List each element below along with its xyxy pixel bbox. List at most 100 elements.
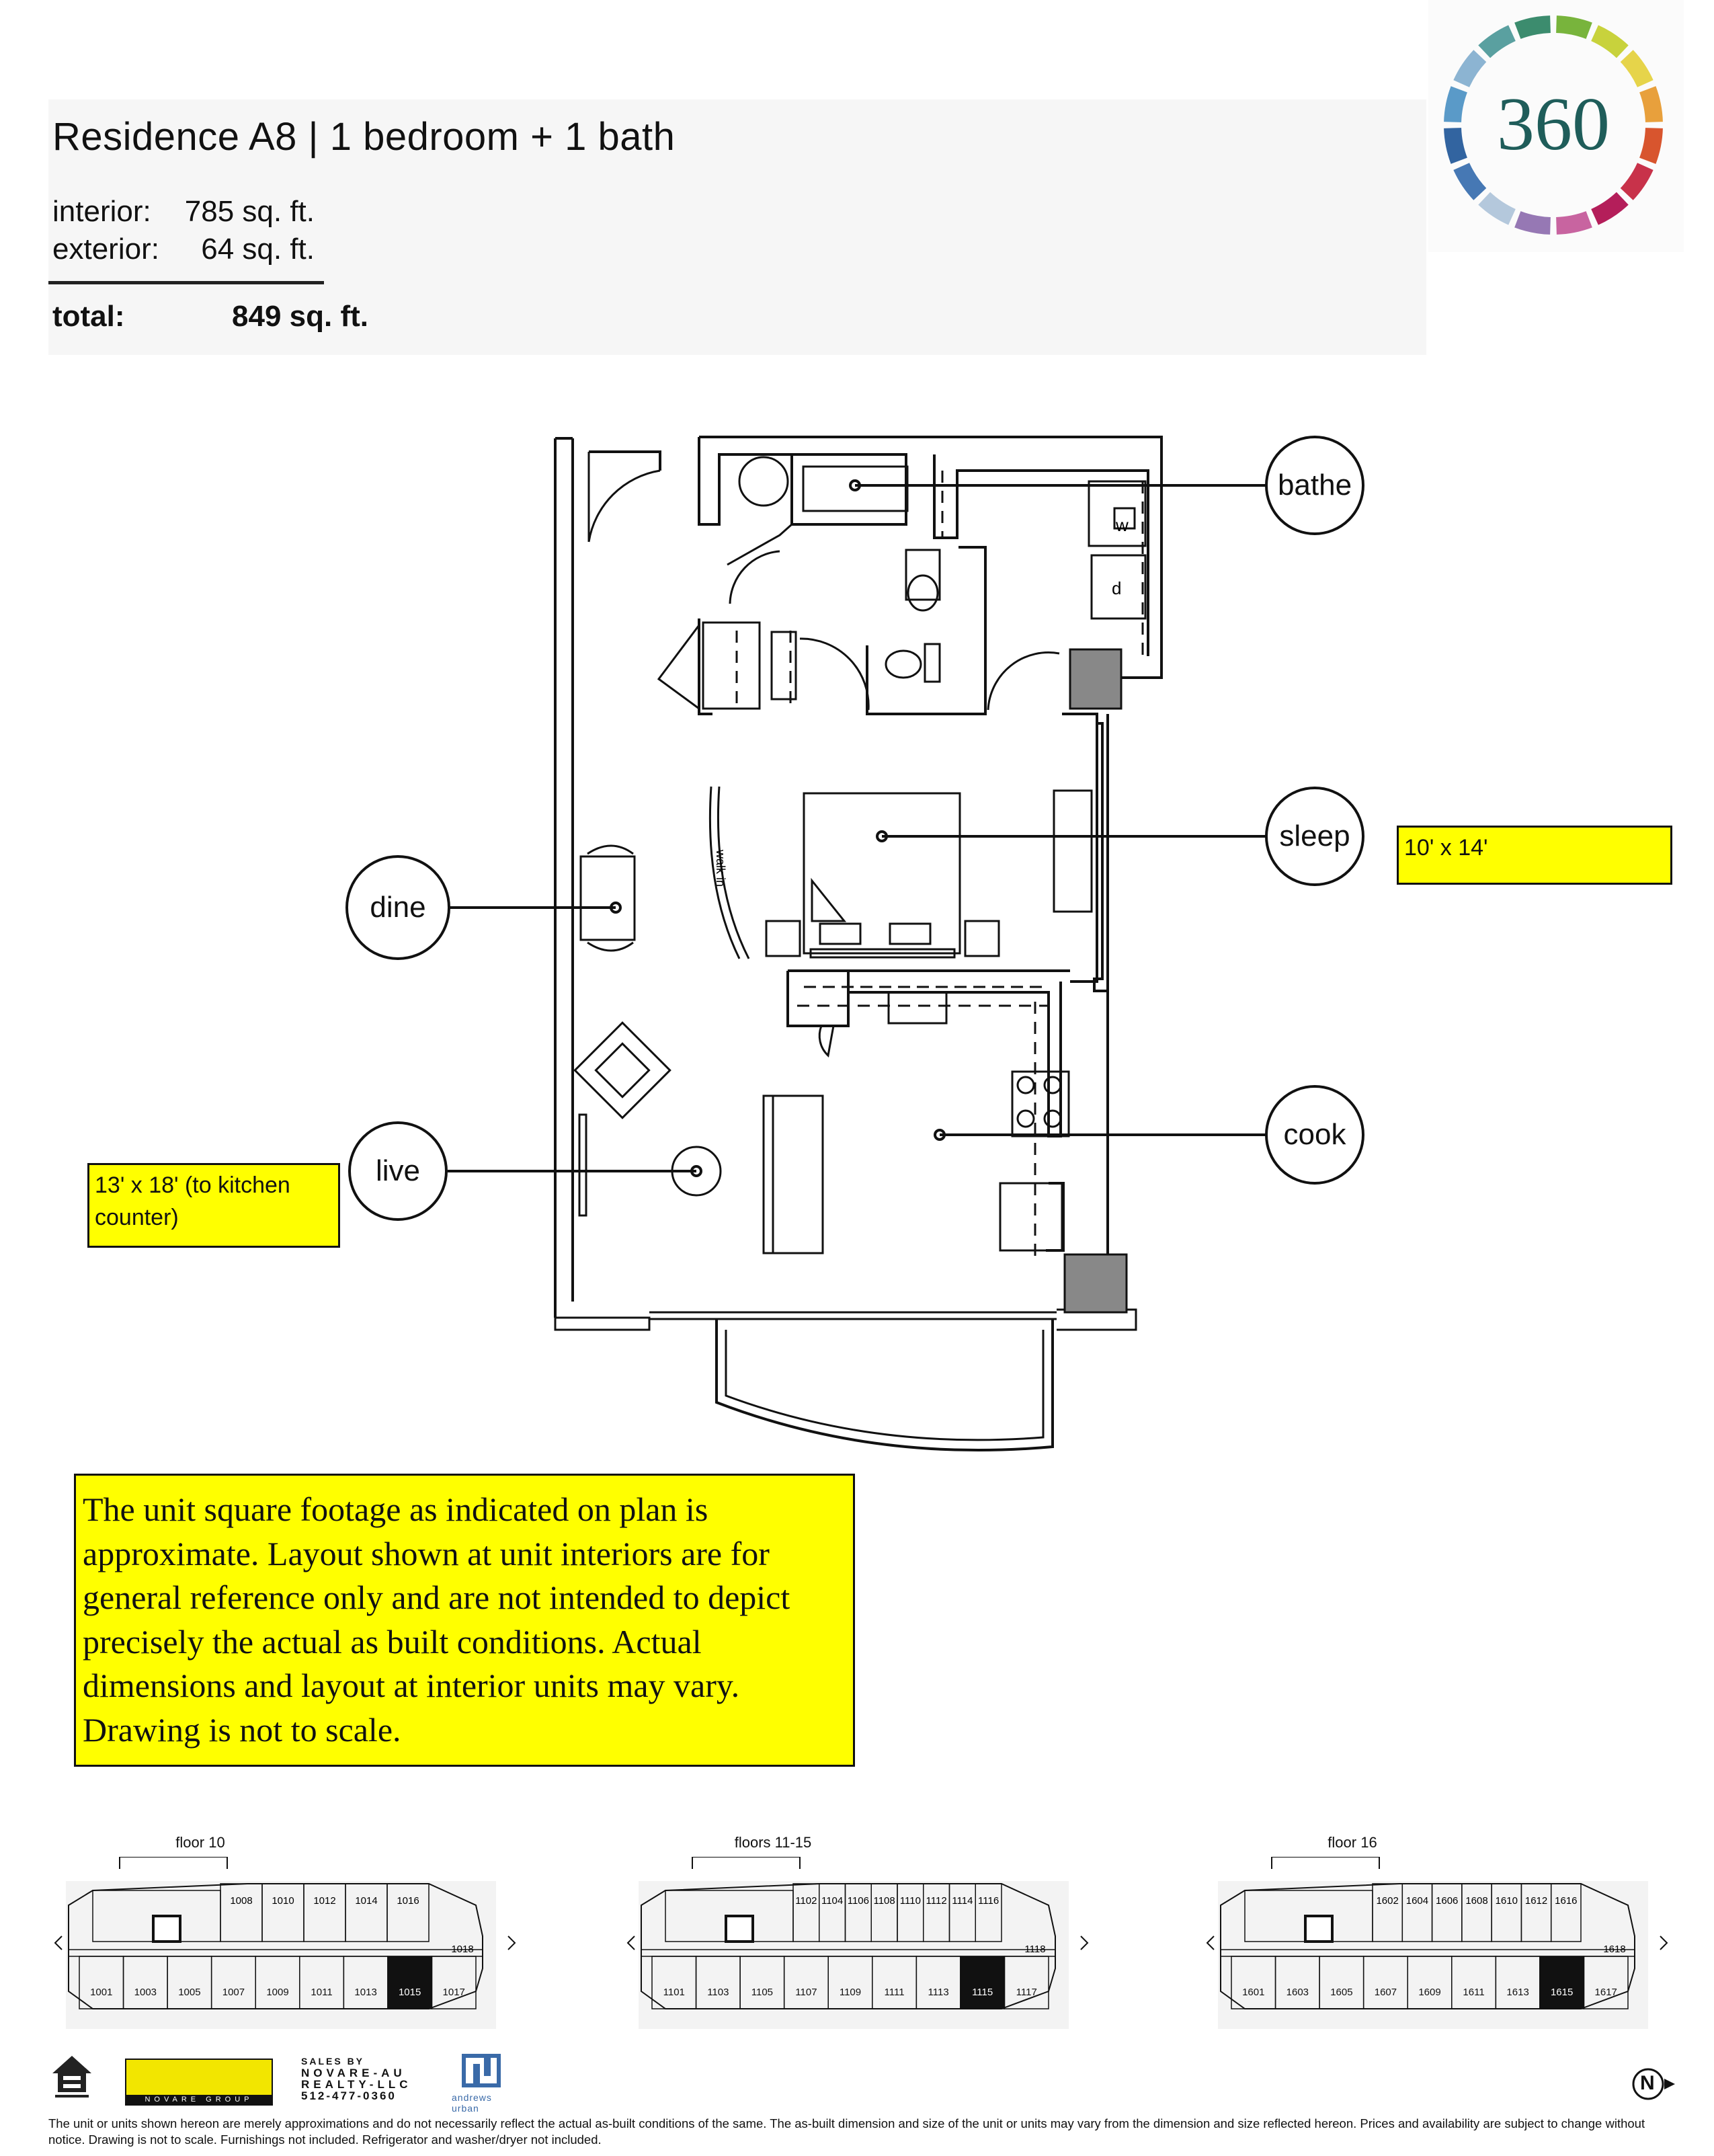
key-unit-label: 1118: [1024, 1944, 1045, 1955]
logo-ring-segment: [1639, 127, 1663, 164]
exterior-area-row: exterior:64 sq. ft.: [52, 233, 315, 266]
key-unit-cell: [975, 1883, 1002, 1942]
total-divider: [48, 281, 324, 284]
key-unit-label: 1007: [222, 1987, 245, 1998]
room-label-cook: cook: [1284, 1118, 1347, 1151]
key-unit-cell: [1583, 1956, 1629, 2009]
key-plan-label: floors 11-15: [734, 1834, 812, 1851]
live-dimension-box: 13' x 18' (to kitchen counter): [87, 1163, 340, 1248]
key-unit-cell: [431, 1956, 477, 2009]
key-unit-label: 1008: [230, 1895, 252, 1907]
key-unit-label: 1617: [1595, 1987, 1617, 1998]
equal-housing-logo: [48, 2050, 95, 2102]
logo-ring-segment: [1478, 25, 1516, 58]
sales-phone: 512-477-0360: [301, 2089, 397, 2102]
key-unit-label: 1013: [354, 1987, 376, 1998]
header-panel: [48, 99, 1426, 355]
key-unit-label: 1106: [848, 1895, 869, 1907]
sales-company-line1: NOVARE-AU: [301, 2067, 406, 2079]
key-unit-label: 1109: [840, 1987, 861, 1998]
sales-company-line2: REALTY-LLC: [301, 2078, 412, 2091]
dryer-label: d: [1112, 578, 1121, 598]
key-unit-label: 1115: [972, 1987, 993, 1998]
exterior-value: 64 sq. ft.: [201, 233, 315, 266]
key-unit-label: 1615: [1551, 1987, 1573, 1998]
key-unit-label: 1102: [795, 1895, 817, 1907]
room-label-bathe: bathe: [1278, 469, 1352, 502]
key-unit-label: 1603: [1287, 1987, 1309, 1998]
key-unit-label: 1618: [1603, 1944, 1625, 1955]
andrews-urban-icon: [462, 2054, 501, 2087]
structural-column-north: [1069, 648, 1123, 710]
key-unit-label: 1601: [1242, 1987, 1264, 1998]
key-unit-label: 1101: [663, 1987, 685, 1998]
logo-ring-segment: [1620, 162, 1654, 200]
key-unit-label: 1012: [313, 1895, 335, 1907]
logo-ring-svg: 360: [1444, 15, 1663, 235]
logo-ring-segment: [1514, 210, 1551, 235]
key-unit-label: 1018: [451, 1944, 473, 1955]
north-compass: N: [1631, 2065, 1678, 2103]
logo-ring-segment: [1590, 192, 1629, 225]
key-unit-label: 1107: [795, 1987, 817, 1998]
interior-area-row: interior:785 sq. ft.: [52, 195, 315, 229]
key-unit-cell-highlight: [387, 1956, 433, 2009]
key-unit-label: 1113: [928, 1987, 949, 1998]
key-unit-label: 1608: [1465, 1895, 1487, 1907]
key-unit-cell: [386, 1883, 430, 1942]
key-unit-label: 1607: [1375, 1987, 1397, 1998]
callout-leaders: [448, 479, 1268, 1177]
brand-logo: 360: [1428, 0, 1684, 252]
walk-in-label: walk in: [714, 849, 727, 887]
key-unit-label: 1111: [885, 1987, 905, 1998]
equal-housing-icon: [52, 2056, 91, 2098]
room-label-live: live: [376, 1154, 420, 1187]
logo-wordmark: 360: [1497, 83, 1610, 166]
key-elevator-core: [1304, 1915, 1334, 1943]
structural-column-south: [1063, 1253, 1128, 1314]
logo-ring-segment: [1555, 210, 1592, 235]
key-unit-label: 1605: [1330, 1987, 1352, 1998]
key-unit-label: 1016: [397, 1895, 419, 1907]
logo-ring-segment: [1639, 86, 1663, 123]
sales-by-logo: SALES BY NOVARE-AU REALTY-LLC 512-477-03…: [301, 2056, 412, 2102]
key-unit-label: 1103: [707, 1987, 729, 1998]
key-elevator-core: [725, 1915, 754, 1943]
key-unit-label: 1616: [1555, 1895, 1577, 1907]
key-unit-label: 1017: [443, 1987, 465, 1998]
key-unit-label: 1611: [1463, 1987, 1484, 1998]
key-plan-label: floor 10: [175, 1834, 225, 1851]
key-unit-label: 1612: [1525, 1895, 1547, 1907]
key-unit-label: 1116: [978, 1895, 999, 1907]
logo-ring-segment: [1590, 25, 1629, 58]
key-unit-label: 1005: [178, 1987, 200, 1998]
logo-ring-segment: [1514, 15, 1551, 40]
key-unit-label: 1613: [1506, 1987, 1528, 1998]
floor-plan: w d walk in bathe sleep dine live cook: [345, 436, 1364, 1452]
andrews-urban-logo: andrews urban: [452, 2053, 512, 2114]
washer-label: w: [1115, 515, 1129, 535]
logo-ring-segment: [1453, 162, 1487, 200]
logo-ring-segment: [1620, 50, 1654, 88]
key-unit-cell-highlight: [1539, 1956, 1585, 2009]
key-unit-label: 1105: [751, 1987, 773, 1998]
key-unit-label: 1112: [926, 1895, 947, 1907]
logo-ring-segment: [1444, 127, 1468, 164]
key-unit-label: 1011: [311, 1987, 332, 1998]
key-unit-label: 1009: [266, 1987, 288, 1998]
plan-furniture: [573, 456, 1136, 1254]
legal-footer: The unit or units shown hereon are merel…: [48, 2116, 1645, 2147]
key-elevator-core: [152, 1915, 181, 1943]
interior-value: 785 sq. ft.: [184, 195, 315, 228]
logo-ring-segment: [1444, 86, 1468, 123]
key-unit-cell-highlight: [960, 1956, 1006, 2009]
key-unit-label: 1015: [399, 1987, 421, 1998]
total-value: 849 sq. ft.: [232, 300, 368, 333]
logo-ring-segment: [1555, 15, 1592, 40]
key-unit-label: 1110: [900, 1895, 921, 1907]
